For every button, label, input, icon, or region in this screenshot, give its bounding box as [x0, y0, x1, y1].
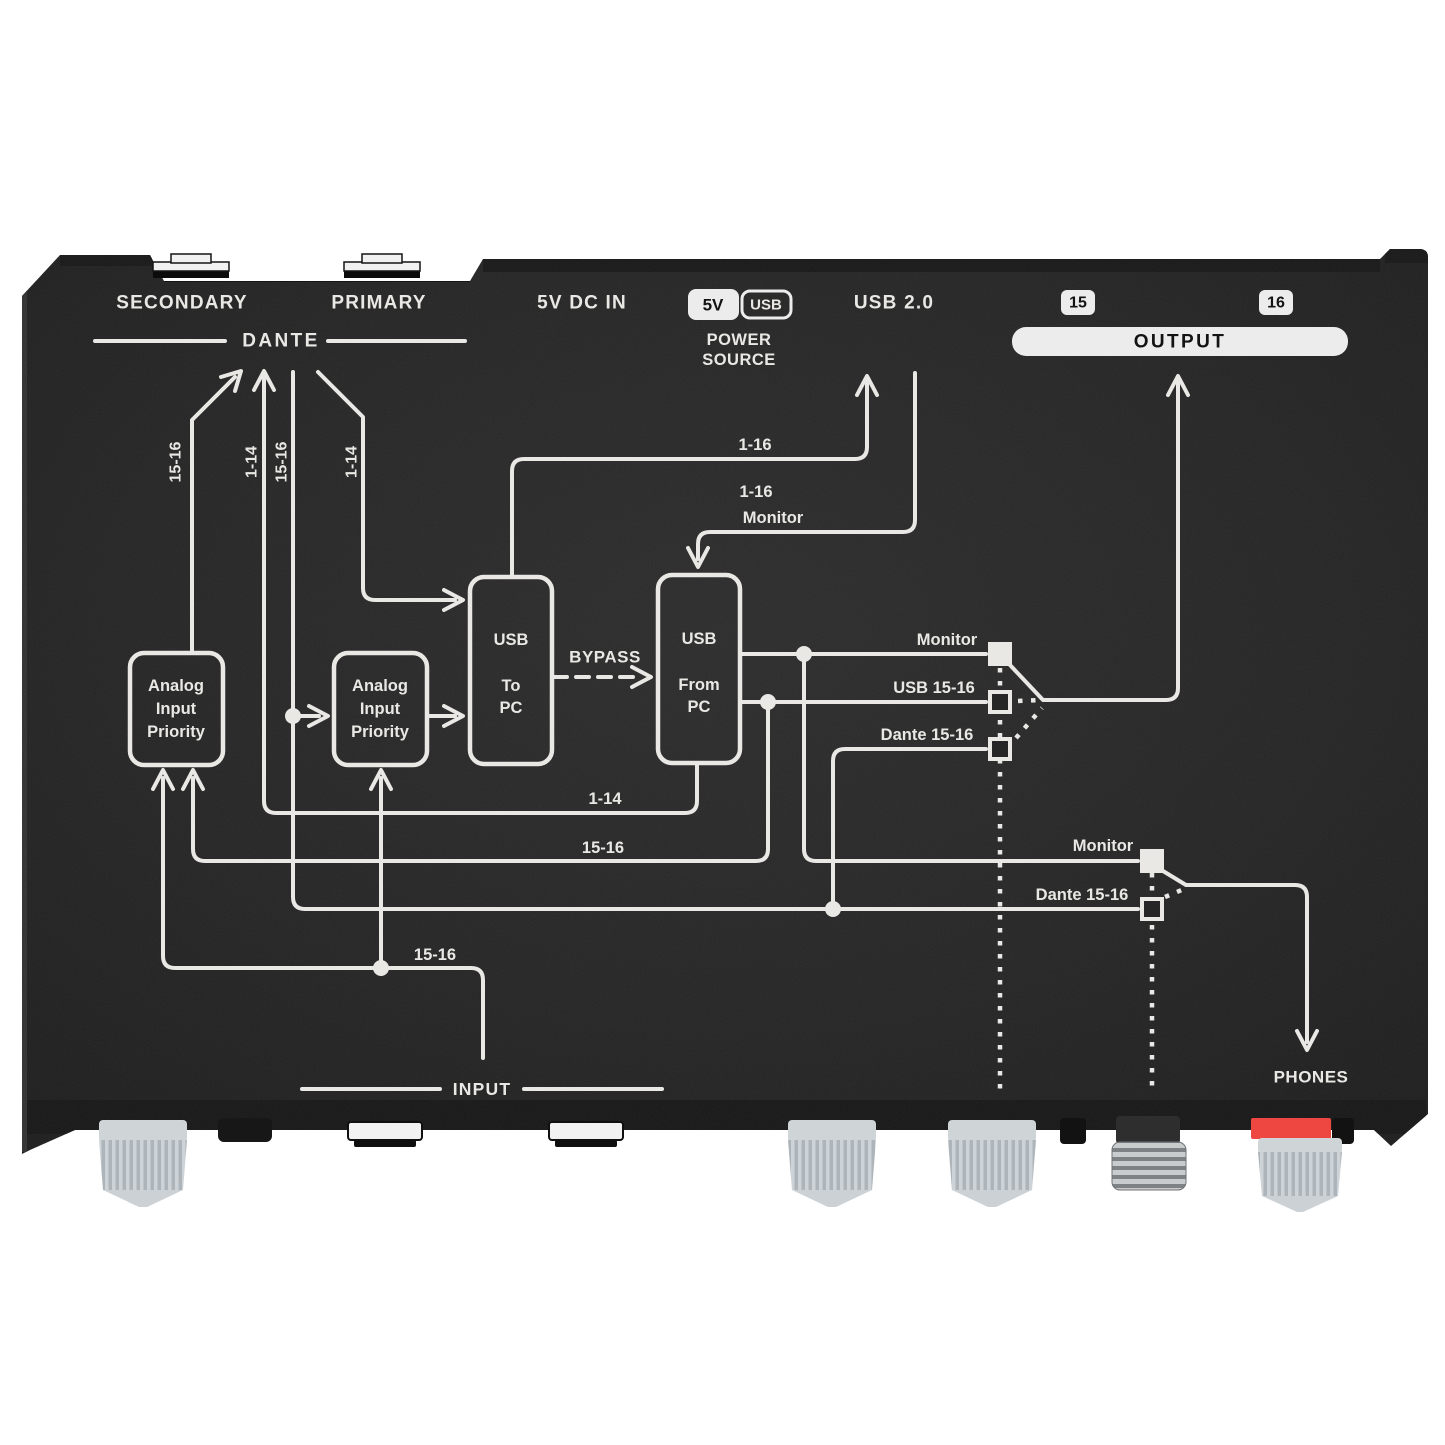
- label-phones: PHONES: [1274, 1068, 1349, 1087]
- secondary-port-latch[interactable]: [152, 253, 230, 278]
- output-source-switch: [988, 374, 1190, 1092]
- label-dante-in-1-14: 1-14: [344, 446, 361, 478]
- badge-5v: 5V: [703, 296, 724, 315]
- switch1-contact-dante: [988, 737, 1012, 761]
- label-from-usb-monitor: Monitor: [743, 509, 804, 527]
- front-panel-hardware: [99, 1116, 1354, 1212]
- signal-flow-diagram: [93, 339, 1319, 1092]
- box4-line1: USB: [682, 630, 717, 648]
- label-from-pc-1-14: 1-14: [588, 790, 622, 808]
- label-usb-2-0: USB 2.0: [854, 293, 934, 314]
- line-analog-input-15-16: [151, 768, 485, 1060]
- input-jack-2[interactable]: [548, 1121, 624, 1147]
- knob-monitor-level[interactable]: [948, 1120, 1036, 1207]
- line-analog2-to-usb: [425, 704, 465, 728]
- ch16-badge: [1259, 290, 1293, 315]
- box1-line2: Input: [156, 700, 197, 718]
- panel-nub-right: [1332, 1118, 1354, 1144]
- label-usb-return-15-16: 15-16: [582, 839, 624, 857]
- line-to-usb-1-16: [510, 374, 879, 579]
- badge-15: 15: [1069, 295, 1087, 312]
- phones-red-marker: [1251, 1118, 1331, 1139]
- power-usb-badge: [740, 289, 793, 320]
- chassis-shading: [22, 249, 1428, 1154]
- box4-line2: From: [678, 676, 719, 694]
- headphone-jack-threaded[interactable]: [1111, 1116, 1187, 1191]
- dante-port-latches: [152, 253, 421, 278]
- switch2-contact-monitor: [1140, 849, 1164, 873]
- label-from-usb-1-16: 1-16: [739, 483, 772, 501]
- knob-input-2[interactable]: [788, 1120, 876, 1207]
- box-analog-priority-right: [331, 650, 430, 768]
- badge-usb: USB: [750, 297, 782, 314]
- label-plates: [688, 289, 1348, 356]
- label-dante-out-1-14: 1-14: [244, 446, 261, 478]
- input-jack-1[interactable]: [347, 1121, 423, 1147]
- label-sw1-usb-15-16: USB 15-16: [893, 679, 975, 697]
- line-monitor-out: [740, 646, 1140, 863]
- box2-line2: Input: [360, 700, 401, 718]
- primary-port-latch[interactable]: [343, 253, 421, 278]
- output-plate: [1012, 327, 1348, 356]
- power-5v-badge: [688, 289, 739, 320]
- box1-line3: Priority: [147, 723, 206, 741]
- label-sw1-monitor: Monitor: [917, 631, 978, 649]
- front-connector-shadow: [218, 1118, 272, 1142]
- line-dante-in-15-16: [285, 370, 1140, 917]
- line-dante-out-15-16: [190, 369, 243, 655]
- label-dante-in-15-16: 15-16: [274, 441, 291, 482]
- label-input: INPUT: [453, 1079, 512, 1099]
- panel-nub-left: [1060, 1118, 1086, 1144]
- box4-line3: PC: [688, 698, 711, 716]
- box-analog-priority-left: [127, 650, 226, 768]
- label-secondary: SECONDARY: [116, 293, 248, 314]
- line-bypass: [552, 665, 653, 689]
- line-dante-in-1-14: [316, 370, 465, 612]
- ch15-badge: [1061, 290, 1095, 315]
- box2-line1: Analog: [352, 677, 408, 695]
- knob-phones-level[interactable]: [1258, 1138, 1342, 1212]
- box-usb-to-pc: [467, 574, 555, 767]
- line-from-usb-1-16-monitor: [686, 371, 917, 569]
- switch1-contact-monitor: [988, 642, 1012, 666]
- label-sw2-monitor: Monitor: [1073, 837, 1134, 855]
- box1-line1: Analog: [148, 677, 204, 695]
- knob-input-1[interactable]: [99, 1120, 187, 1207]
- box2-line3: Priority: [351, 723, 410, 741]
- label-dante-out-15-16: 15-16: [168, 441, 185, 482]
- box-usb-from-pc: [655, 572, 743, 766]
- label-analog-in-15-16: 15-16: [414, 946, 456, 964]
- badge-16: 16: [1267, 295, 1285, 312]
- box3-line2: To: [502, 677, 521, 695]
- panel-text: SECONDARY PRIMARY DANTE 5V DC IN 5V USB …: [116, 293, 1348, 1100]
- label-to-usb-1-16: 1-16: [738, 436, 771, 454]
- line-dante-out-1-14: [252, 369, 699, 815]
- box3-line1: USB: [494, 631, 529, 649]
- label-dante: DANTE: [242, 331, 319, 352]
- device-chassis: [22, 249, 1428, 1154]
- label-sw2-dante-15-16: Dante 15-16: [1036, 886, 1129, 904]
- box3-line3: PC: [500, 699, 523, 717]
- switch1-contact-usb: [988, 690, 1012, 714]
- line-usb-15-16-out: [181, 694, 988, 863]
- switch2-contact-dante: [1140, 897, 1164, 921]
- label-power: POWER: [707, 331, 772, 349]
- phones-source-switch: [1140, 849, 1319, 1092]
- label-sw1-dante-15-16: Dante 15-16: [881, 726, 974, 744]
- label-primary: PRIMARY: [331, 293, 426, 314]
- label-source: SOURCE: [702, 351, 776, 369]
- label-bypass: BYPASS: [569, 648, 641, 667]
- label-5v-dc-in: 5V DC IN: [537, 293, 627, 314]
- label-output: OUTPUT: [1134, 332, 1227, 353]
